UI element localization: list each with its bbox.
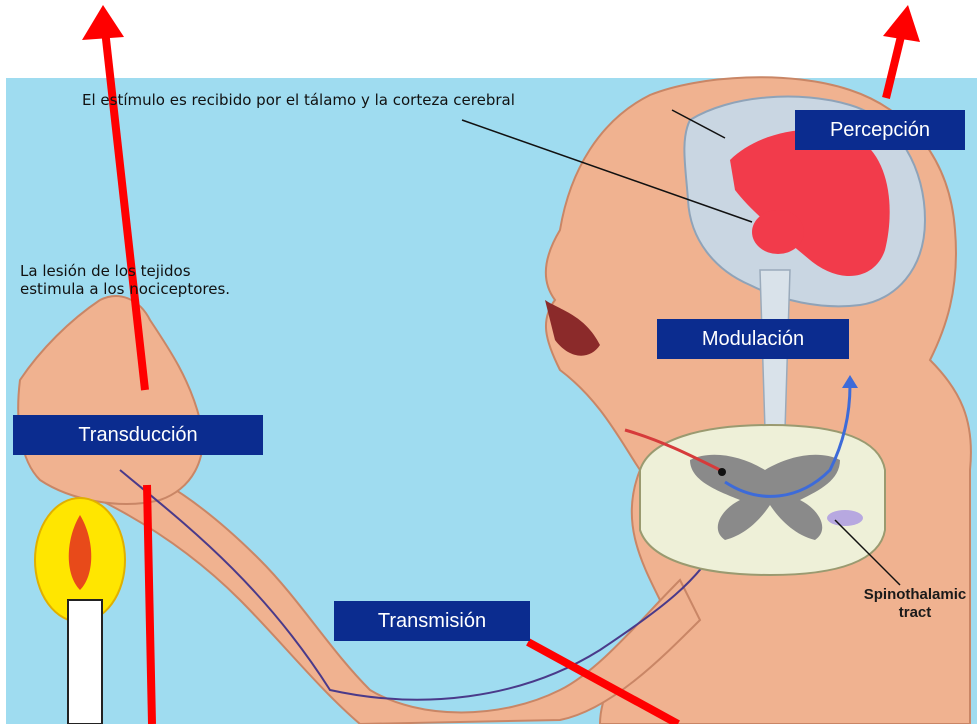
perception-label: Percepción: [795, 110, 965, 150]
transmission-label: Transmisión: [334, 601, 530, 641]
candle: [35, 498, 125, 724]
lesion-note-line2: estimula a los nociceptores.: [20, 281, 230, 298]
modulation-label: Modulación: [657, 319, 849, 359]
lesion-note-line1: La lesión de los tejidos: [20, 263, 191, 280]
tract-label-line2: tract: [855, 604, 975, 622]
red-line-down-left: [147, 485, 152, 724]
spinothalamic-tract-label: Spinothalamic tract: [855, 586, 975, 622]
thalamus-note: El estímulo es recibido por el tálamo y …: [82, 92, 515, 109]
thalamus: [752, 210, 804, 254]
tract-label-line1: Spinothalamic: [855, 586, 975, 604]
hand: [18, 296, 202, 504]
transduction-label: Transducción: [13, 415, 263, 455]
red-arrow-up-right: [883, 5, 920, 98]
